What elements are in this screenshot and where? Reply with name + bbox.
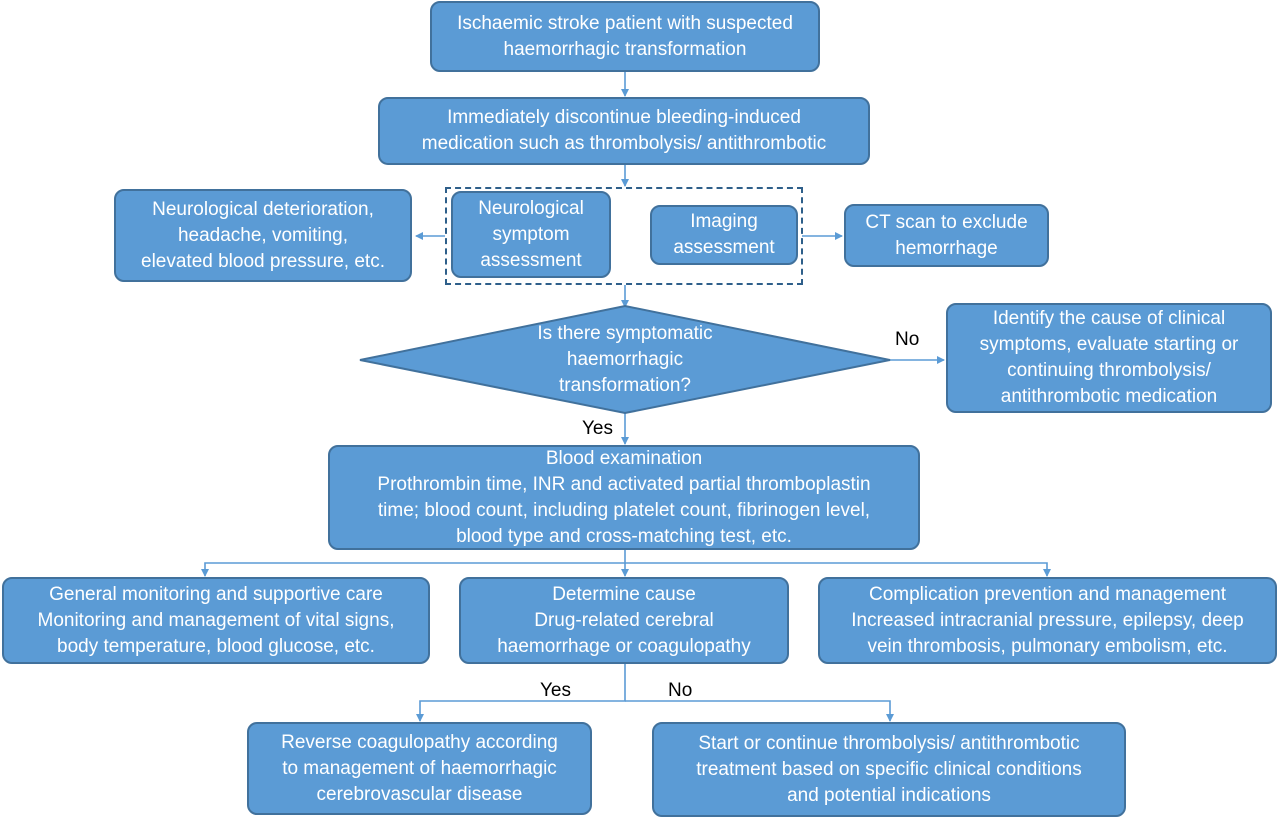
general-line-3: body temperature, blood glucose, etc. xyxy=(57,635,375,657)
identify-line-4: antithrombotic medication xyxy=(1000,386,1218,407)
ct-scan-line-1: CT scan to exclude xyxy=(865,211,1028,233)
start-continue-line-3: and potential indications xyxy=(787,784,991,806)
complication-node: Complication prevention and management I… xyxy=(818,577,1277,664)
start-continue-line-1: Start or continue thrombolysis/ antithro… xyxy=(698,732,1080,754)
start-line-2: haemorrhagic transformation xyxy=(503,38,747,60)
determine-cause-node: Determine cause Drug-related cerebral ha… xyxy=(459,577,789,664)
reverse-line-1: Reverse coagulopathy according xyxy=(281,731,558,753)
reverse-node: Reverse coagulopathy according to manage… xyxy=(247,722,592,815)
blood-exam-line-1: Blood examination xyxy=(545,447,703,469)
imaging-line-1: Imaging xyxy=(690,211,758,232)
neuro-assessment-line-1: Neurological xyxy=(478,197,584,219)
discontinue-node: Immediately discontinue bleeding-induced… xyxy=(378,97,870,165)
identify-line-2: symptoms, evaluate starting or xyxy=(979,334,1239,355)
blood-exam-node: Blood examination Prothrombin time, INR … xyxy=(328,445,920,550)
identify-line-3: continuing thrombolysis/ xyxy=(1007,360,1211,381)
identify-cause-node: Identify the cause of clinical symptoms,… xyxy=(946,303,1272,413)
arrow-blood-branch xyxy=(201,550,626,577)
start-line-1: Ischaemic stroke patient with suspected xyxy=(457,12,793,34)
identify-line-1: Identify the cause of clinical xyxy=(992,308,1226,329)
imaging-line-2: assessment xyxy=(673,237,775,258)
general-line-2: Monitoring and management of vital signs… xyxy=(37,609,395,631)
start-continue-line-2: treatment based on specific clinical con… xyxy=(696,758,1082,780)
blood-exam-line-4: blood type and cross-matching test, etc. xyxy=(456,525,792,547)
imaging-assessment-node: Imaging assessment xyxy=(650,205,798,265)
blood-exam-line-2: Prothrombin time, INR and activated part… xyxy=(377,473,871,495)
blood-exam-line-3: time; blood count, including platelet co… xyxy=(377,499,871,521)
cause-yes-label: Yes xyxy=(540,680,571,701)
complication-line-3: vein thrombosis, pulmonary embolism, etc… xyxy=(867,635,1228,657)
arrow-cause-to-reverse xyxy=(416,664,626,722)
assessment-group xyxy=(445,187,803,285)
decision-text: Is there symptomatic haemorrhagic transf… xyxy=(480,318,770,402)
cause-line-3: haemorrhage or coagulopathy xyxy=(497,635,751,657)
start-node: Ischaemic stroke patient with suspected … xyxy=(430,1,820,72)
arrow-blood-to-complication xyxy=(625,562,1051,577)
discontinue-line-1: Immediately discontinue bleeding-induced xyxy=(447,107,801,128)
neuro-signs-line-1: Neurological deterioration, xyxy=(152,198,374,220)
decision-yes-label: Yes xyxy=(582,418,613,439)
decision-line-3: transformation? xyxy=(558,375,691,396)
cause-line-1: Determine cause xyxy=(552,583,696,605)
ct-scan-node: CT scan to exclude hemorrhage xyxy=(844,204,1049,267)
decision-line-2: haemorrhagic xyxy=(566,349,684,370)
decision-no-label: No xyxy=(895,329,920,350)
ct-scan-line-2: hemorrhage xyxy=(895,237,998,259)
neuro-signs-node: Neurological deterioration, headache, vo… xyxy=(114,189,412,282)
neuro-signs-line-3: elevated blood pressure, etc. xyxy=(141,250,385,272)
cause-no-label: No xyxy=(668,680,693,701)
general-monitoring-node: General monitoring and supportive care M… xyxy=(2,577,430,664)
complication-line-2: Increased intracranial pressure, epileps… xyxy=(851,609,1244,631)
neuro-assessment-line-3: assessment xyxy=(480,249,582,271)
arrow-cause-to-start xyxy=(625,700,894,722)
reverse-line-2: to management of haemorrhagic xyxy=(282,757,557,779)
start-continue-node: Start or continue thrombolysis/ antithro… xyxy=(652,722,1126,817)
neuro-assessment-node: Neurological symptom assessment xyxy=(451,191,611,278)
general-line-1: General monitoring and supportive care xyxy=(49,583,383,605)
reverse-line-3: cerebrovascular disease xyxy=(316,783,523,805)
neuro-signs-line-2: headache, vomiting, xyxy=(177,224,349,246)
neuro-assessment-line-2: symptom xyxy=(492,223,570,245)
cause-line-2: Drug-related cerebral xyxy=(534,609,714,631)
decision-diamond xyxy=(359,304,891,415)
complication-line-1: Complication prevention and management xyxy=(869,583,1226,605)
discontinue-line-2: medication such as thrombolysis/ antithr… xyxy=(421,133,827,154)
decision-line-1: Is there symptomatic xyxy=(537,323,713,344)
